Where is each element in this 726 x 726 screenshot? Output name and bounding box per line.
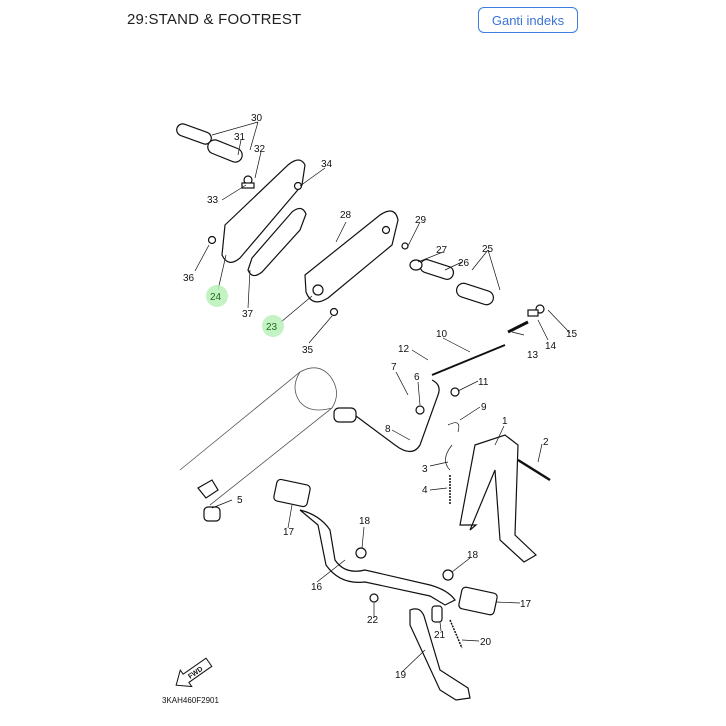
fwd-label: FWD (187, 666, 204, 681)
callout-18-lower[interactable]: 18 (467, 550, 479, 561)
callout-34[interactable]: 34 (321, 159, 333, 170)
callout-17-right[interactable]: 17 (520, 599, 532, 610)
callout-21[interactable]: 21 (434, 630, 446, 641)
callout-10[interactable]: 10 (436, 329, 448, 340)
callout-37[interactable]: 37 (242, 309, 254, 320)
rear-footrest-right[interactable] (304, 210, 495, 317)
callout-25[interactable]: 25 (482, 244, 494, 255)
brake-pedal-assembly[interactable] (333, 304, 545, 453)
callout-1[interactable]: 1 (502, 416, 508, 427)
change-index-button[interactable]: Ganti indeks (478, 7, 578, 33)
page-title: 29:STAND & FOOTREST (127, 11, 302, 28)
callout-8[interactable]: 8 (385, 424, 391, 435)
leader-lines (194, 121, 571, 673)
callout-2[interactable]: 2 (543, 437, 549, 448)
highlight-markers (206, 285, 284, 337)
callout-7[interactable]: 7 (391, 362, 397, 373)
callout-17-left[interactable]: 17 (283, 527, 295, 538)
callout-3[interactable]: 3 (422, 464, 428, 475)
callout-33[interactable]: 33 (207, 195, 219, 206)
front-footrest[interactable] (273, 478, 498, 616)
callout-27[interactable]: 27 (436, 245, 448, 256)
callout-32[interactable]: 32 (254, 144, 266, 155)
callout-36[interactable]: 36 (183, 273, 195, 284)
callout-35[interactable]: 35 (302, 345, 314, 356)
callout-15[interactable]: 15 (566, 329, 578, 340)
callout-5[interactable]: 5 (237, 495, 243, 506)
callout-14[interactable]: 14 (545, 341, 557, 352)
callout-16[interactable]: 16 (311, 582, 323, 593)
callout-13[interactable]: 13 (527, 350, 539, 361)
fwd-arrow-icon: FWD (175, 657, 213, 688)
main-stand[interactable] (445, 434, 551, 563)
callout-12[interactable]: 12 (398, 344, 410, 355)
rear-footrest-left[interactable] (175, 122, 307, 277)
callout-19[interactable]: 19 (395, 670, 407, 681)
callout-20[interactable]: 20 (480, 637, 492, 648)
callout-4[interactable]: 4 (422, 485, 428, 496)
damper-part[interactable] (197, 479, 221, 522)
muffler-outline (179, 367, 337, 506)
diagram-code: 3KAH460F2901 (162, 696, 219, 705)
callout-labels: 30 31 32 34 33 28 29 27 25 26 36 24 37 2… (183, 113, 578, 681)
callout-29[interactable]: 29 (415, 215, 427, 226)
callout-6[interactable]: 6 (414, 372, 420, 383)
callout-24[interactable]: 24 (210, 292, 222, 303)
callout-30[interactable]: 30 (251, 113, 263, 124)
callout-9[interactable]: 9 (481, 402, 487, 413)
side-stand[interactable] (409, 605, 471, 701)
callout-26[interactable]: 26 (458, 258, 470, 269)
callout-23[interactable]: 23 (266, 322, 278, 333)
callout-11[interactable]: 11 (478, 377, 489, 388)
callout-28[interactable]: 28 (340, 210, 352, 221)
callout-22[interactable]: 22 (367, 615, 379, 626)
callout-18-upper[interactable]: 18 (359, 516, 371, 527)
callout-31[interactable]: 31 (234, 132, 246, 143)
